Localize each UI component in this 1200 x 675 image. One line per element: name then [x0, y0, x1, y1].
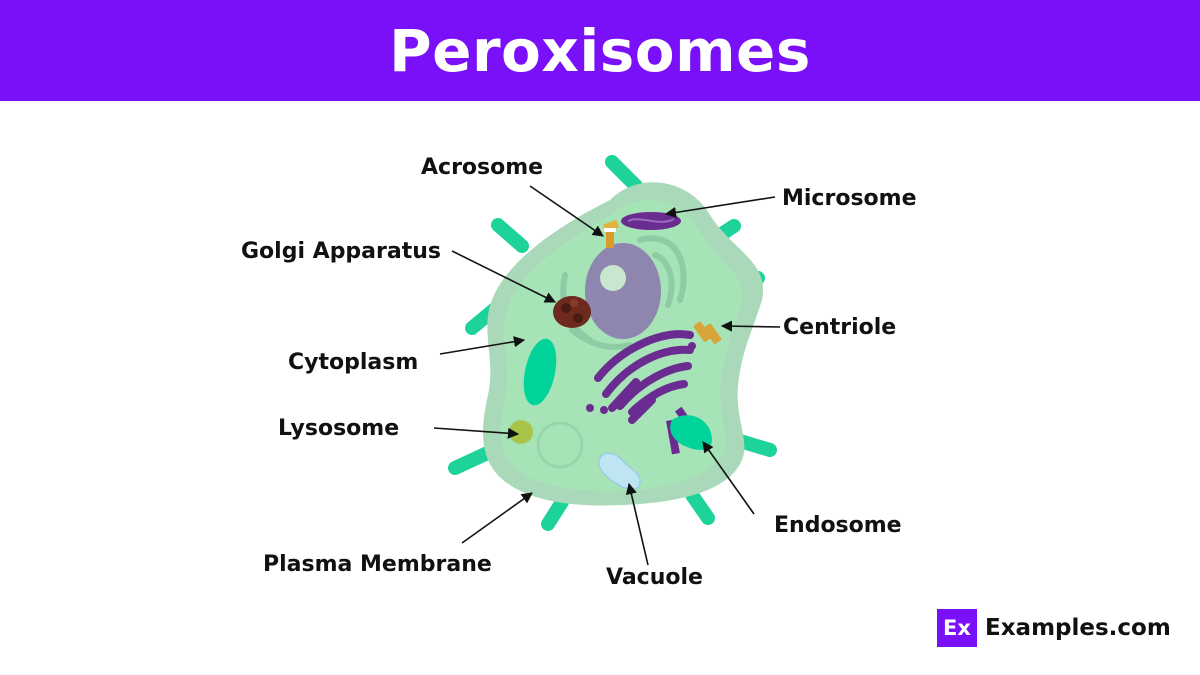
centriole-organelle: [693, 321, 722, 344]
label-centriole: Centriole: [783, 315, 896, 340]
leader-lines: [433, 185, 781, 566]
label-cytoplasm: Cytoplasm: [288, 350, 418, 375]
brand-logo[interactable]: Ex Examples.com: [937, 609, 1171, 647]
label-plasma-membrane: Plasma Membrane: [263, 552, 492, 577]
vacuole-organelle: [598, 452, 641, 490]
title-banner: Peroxisomes: [0, 0, 1200, 101]
nucleus: [585, 243, 661, 339]
golgi-organelle: [586, 330, 696, 424]
acrosome-organelle: [603, 219, 619, 248]
endosome-organelle: [666, 406, 712, 455]
brand-logo-icon: Ex: [937, 609, 977, 647]
nucleolus: [600, 265, 626, 291]
label-microsome: Microsome: [782, 186, 917, 211]
golgi-granules: [553, 296, 591, 328]
chloroplast-like-organelle: [523, 338, 557, 406]
label-acrosome: Acrosome: [421, 155, 543, 180]
page-title: Peroxisomes: [389, 16, 811, 85]
lysosome-organelle: [509, 420, 533, 444]
label-golgi-apparatus: Golgi Apparatus: [241, 239, 441, 264]
label-lysosome: Lysosome: [278, 416, 399, 441]
label-endosome: Endosome: [774, 513, 902, 538]
label-vacuole: Vacuole: [606, 565, 703, 590]
brand-name: Examples.com: [985, 615, 1171, 641]
